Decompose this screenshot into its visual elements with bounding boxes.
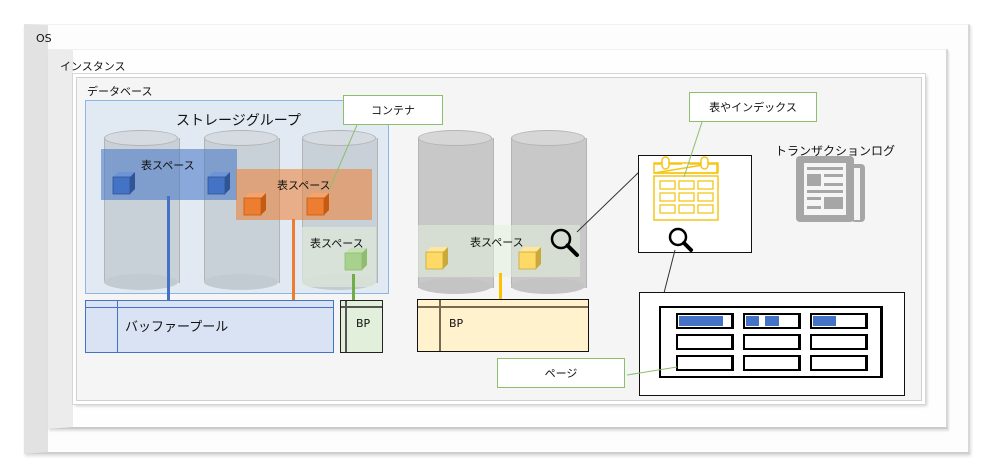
page-slot (743, 334, 801, 350)
page-cube-icon (112, 172, 135, 195)
buffer-pool-main (85, 300, 334, 353)
newspaper-icon (796, 156, 865, 222)
orange-connector (292, 219, 295, 300)
transaction-log-label: トランザクションログ (775, 144, 896, 158)
page-grid (676, 313, 868, 371)
page-fill (679, 316, 723, 326)
page-slot (810, 313, 868, 329)
buffer-pool-green (340, 300, 383, 353)
page-slot (810, 355, 868, 371)
zoom-connector (576, 171, 640, 233)
blue-connector (167, 196, 170, 300)
page-slot (743, 313, 801, 329)
tablespace-label: 表スペース (310, 237, 364, 250)
page-cube-icon (518, 247, 541, 270)
page-slot (676, 313, 734, 329)
page-slot (676, 355, 734, 371)
callout-connector (328, 125, 358, 191)
page-cube-icon (425, 247, 448, 270)
page-slot (743, 355, 801, 371)
magnifier-icon (550, 228, 579, 257)
callout-connector (683, 122, 703, 178)
callout-text: 表やインデックス (709, 101, 797, 114)
container-callout: コンテナ (343, 95, 443, 125)
page-fill (765, 316, 779, 326)
buffer-pool-label: バッファープール (125, 320, 229, 335)
buffer-pool-yellow (417, 299, 589, 352)
tablespace-label: 表スペース (470, 236, 524, 249)
callout-text: ページ (544, 367, 578, 380)
instance-label: インスタンス (60, 60, 126, 73)
tablespace-label: 表スペース (277, 179, 331, 192)
page-slot (676, 334, 734, 350)
storage-group-title: ストレージグループ (176, 113, 301, 129)
page-fill (813, 316, 836, 326)
page-frame (659, 306, 883, 378)
page-callout: ページ (497, 358, 625, 388)
tables-indexes-callout: 表やインデックス (689, 92, 817, 122)
buffer-pool-label: BP (449, 317, 464, 330)
page-cube-icon (344, 248, 367, 271)
callout-connector (626, 366, 678, 376)
green-connector (352, 274, 355, 300)
tablespace-label: 表スペース (141, 159, 195, 172)
os-label: OS (36, 32, 52, 45)
page-cube-icon (207, 172, 230, 195)
page-cube-icon (243, 193, 266, 216)
zoom-connector (663, 249, 676, 294)
page-cube-icon (306, 193, 329, 216)
database-label: データベース (87, 85, 153, 98)
callout-text: コンテナ (371, 104, 415, 117)
table-index-box (638, 155, 752, 253)
calendar-table-icon (653, 156, 719, 252)
page-fill (746, 316, 759, 326)
buffer-pool-label: BP (356, 317, 371, 330)
yellow-connector (499, 273, 502, 300)
page-slot (810, 334, 868, 350)
